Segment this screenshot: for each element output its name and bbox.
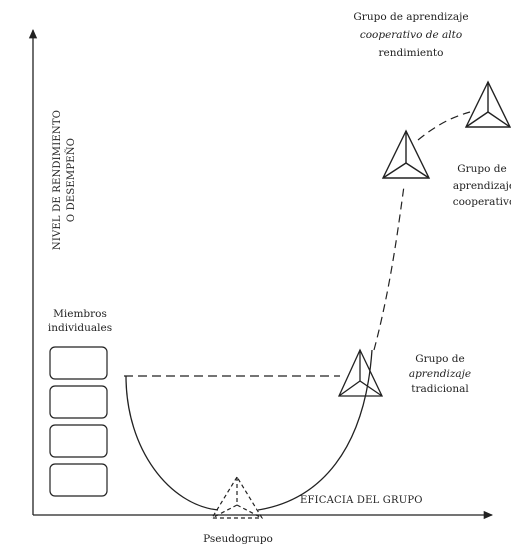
- y-axis-label: NIVEL DE RENDIMIENTO O DESEMPEÑO: [52, 110, 77, 250]
- individual-members-label: Miembros: [53, 308, 107, 320]
- svg-text:NIVEL DE RENDIMIENTO: NIVEL DE RENDIMIENTO: [52, 110, 63, 250]
- traditional-group-label-3: tradicional: [411, 383, 469, 395]
- svg-text:O DESEMPEÑO: O DESEMPEÑO: [65, 138, 77, 222]
- cooperative-group-label: Grupo de: [457, 163, 507, 175]
- x-axis-label: EFICACIA DEL GRUPO: [300, 495, 423, 506]
- performance-curve: [125, 349, 373, 511]
- high-performance-group-label: Grupo de aprendizaje: [353, 11, 468, 23]
- traditional-to-cooperative-dashed: [373, 185, 405, 351]
- traditional-group-label: Grupo de: [415, 353, 465, 365]
- cooperative-group-label-3: cooperativo: [453, 196, 511, 208]
- high-performance-group-label-3: rendimiento: [379, 47, 444, 59]
- individual-members-label-2: individuales: [48, 322, 112, 334]
- pseudogroup-triangle: [210, 475, 264, 519]
- cooperative-group-triangle: [381, 129, 431, 179]
- high-performance-group-triangle: [464, 80, 511, 128]
- cooperative-to-high-dashed: [417, 111, 471, 141]
- high-performance-group-label-2: cooperativo de alto: [360, 29, 462, 41]
- individual-members-boxes: [49, 346, 108, 497]
- cooperative-group-label-2: aprendizaje: [453, 180, 511, 192]
- traditional-group-triangle: [337, 348, 384, 397]
- traditional-group-label-2: aprendizaje: [409, 368, 471, 380]
- pseudogroup-label: Pseudogrupo: [203, 533, 273, 545]
